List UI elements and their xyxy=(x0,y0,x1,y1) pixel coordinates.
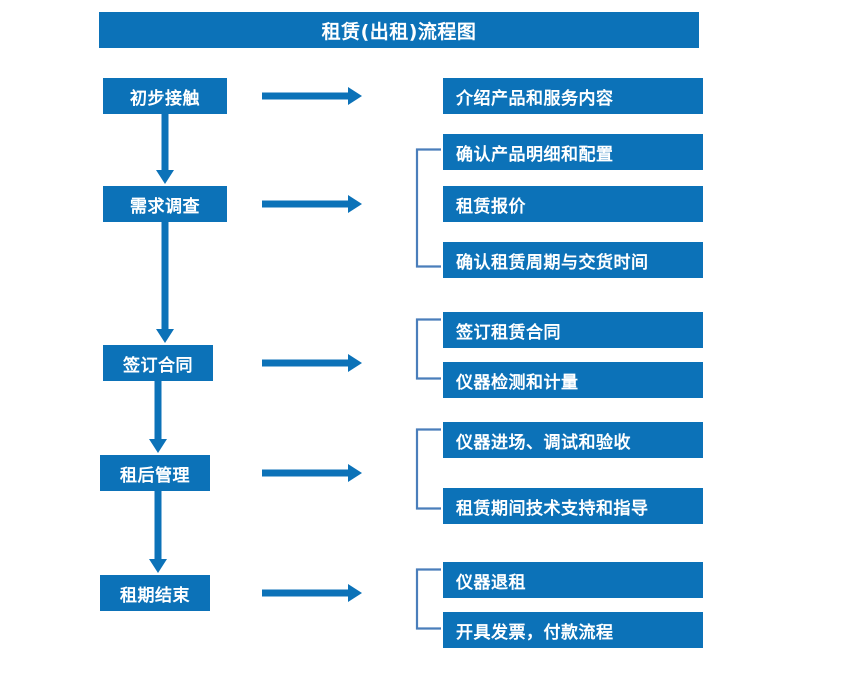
detail-box-instrument-testing[interactable]: 仪器检测和计量 xyxy=(443,362,703,398)
flow-arrow-right-1 xyxy=(262,85,364,107)
stage-box-sign-contract[interactable]: 签订合同 xyxy=(103,345,213,381)
detail-box-confirm-product-details[interactable]: 确认产品明细和配置 xyxy=(443,134,703,170)
stage-box-post-rental-management[interactable]: 租后管理 xyxy=(100,455,210,491)
detail-box-sign-lease-contract[interactable]: 签订租赁合同 xyxy=(443,312,703,348)
flow-arrow-down-4 xyxy=(147,491,169,575)
flow-arrow-right-2 xyxy=(262,193,364,215)
detail-box-instrument-return[interactable]: 仪器退租 xyxy=(443,562,703,598)
detail-box-invoice-payment[interactable]: 开具发票，付款流程 xyxy=(443,612,703,648)
flow-arrow-down-3 xyxy=(147,381,169,455)
group-bracket-sign-contract xyxy=(415,318,443,380)
detail-box-confirm-lease-period[interactable]: 确认租赁周期与交货时间 xyxy=(443,242,703,278)
flow-arrow-right-3 xyxy=(262,352,364,374)
flow-arrow-right-4 xyxy=(262,462,364,484)
detail-box-rental-quotation[interactable]: 租赁报价 xyxy=(443,186,703,222)
flow-arrow-down-1 xyxy=(154,114,176,186)
detail-box-technical-support[interactable]: 租赁期间技术支持和指导 xyxy=(443,488,703,524)
group-bracket-lease-end xyxy=(415,568,443,630)
diagram-title: 租赁(出租)流程图 xyxy=(99,12,699,48)
stage-box-demand-survey[interactable]: 需求调查 xyxy=(103,186,227,222)
stage-box-initial-contact[interactable]: 初步接触 xyxy=(103,78,227,114)
group-bracket-demand-survey xyxy=(415,148,443,268)
group-bracket-post-rental-management xyxy=(415,428,443,510)
flow-arrow-down-2 xyxy=(154,222,176,345)
stage-box-lease-end[interactable]: 租期结束 xyxy=(100,575,210,611)
flow-arrow-right-5 xyxy=(262,582,364,604)
detail-box-introduce-products[interactable]: 介绍产品和服务内容 xyxy=(443,78,703,114)
detail-box-instrument-entry-commissioning[interactable]: 仪器进场、调试和验收 xyxy=(443,422,703,458)
